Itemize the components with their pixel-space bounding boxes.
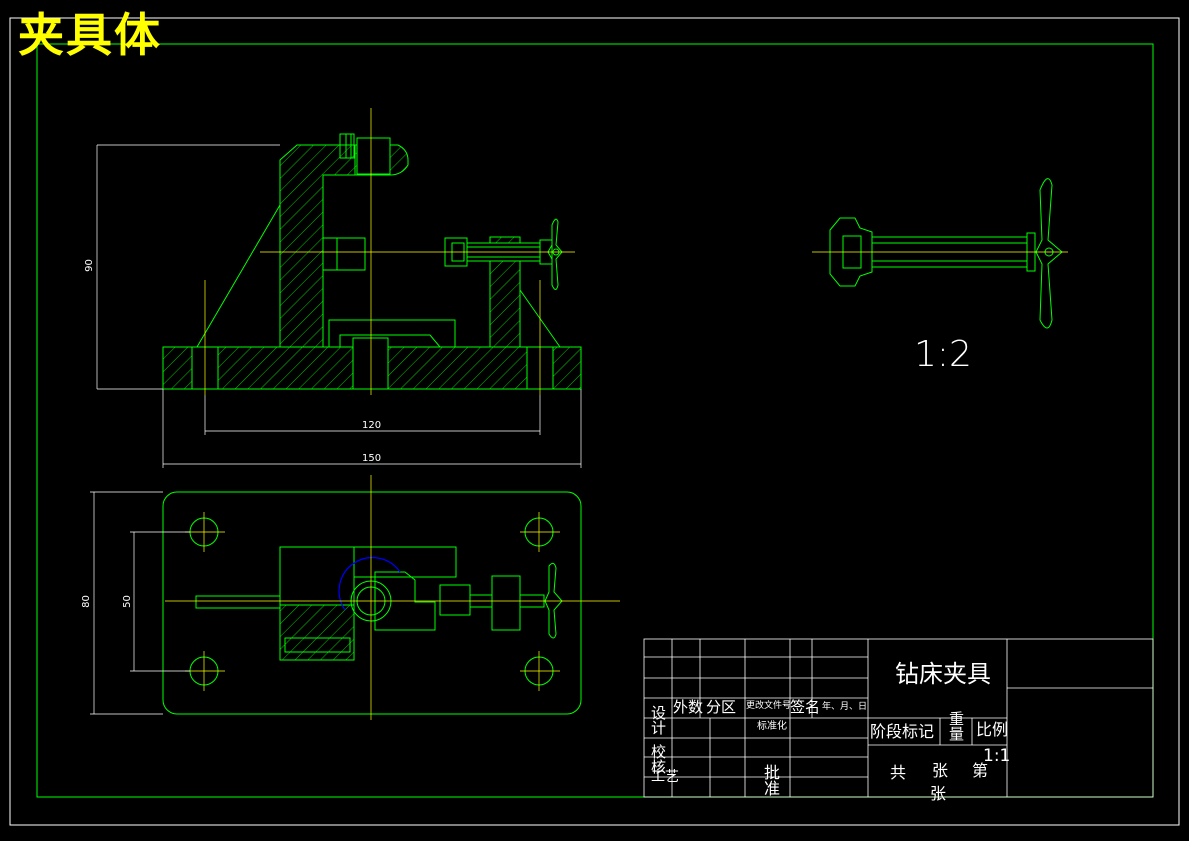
label-sheet-2: 张 (930, 784, 947, 803)
dim-base-length-150: 150 (362, 453, 382, 464)
label-weight: 重量 (949, 710, 965, 743)
label-change-doc: 更改文件号 (746, 701, 792, 711)
part-name: 钻床夹具 (895, 660, 991, 688)
front-view (162, 133, 582, 390)
detail-view (829, 178, 1063, 329)
drawing-title: 夹具体 (18, 8, 162, 62)
label-design: 设计 (651, 704, 667, 737)
label-marks: 外数 (673, 698, 704, 716)
front-centerlines (204, 108, 575, 395)
top-centerlines (165, 475, 620, 720)
label-process: 工艺 (651, 769, 679, 785)
label-standardize: 标准化 (757, 721, 787, 732)
label-approve: 批准 (764, 763, 781, 798)
dim-height-90: 90 (83, 259, 95, 272)
label-zone: 分区 (706, 698, 737, 716)
label-number: 第 (972, 761, 989, 780)
label-date: 年、月、日 (822, 702, 868, 712)
detail-scale-label: 1:2 (914, 334, 972, 375)
locator-arc (338, 556, 401, 611)
label-signature: 签名 (790, 698, 821, 716)
top-view (162, 491, 582, 715)
ratio-value: 1:1 (983, 746, 1011, 766)
title-block (643, 638, 1154, 798)
dim-width-80: 80 (80, 595, 92, 608)
top-dimensions (90, 491, 190, 715)
front-dimensions (96, 144, 582, 468)
label-sheet: 张 (932, 761, 949, 780)
label-ratio: 比例 (976, 720, 1009, 739)
label-total: 共 (890, 763, 907, 782)
inner-border (36, 43, 1154, 798)
label-check: 校核 (651, 743, 667, 776)
dim-hole-spacing-120: 120 (362, 420, 382, 431)
label-stage-mark: 阶段标记 (870, 722, 935, 741)
dim-inner-width-50: 50 (121, 595, 133, 608)
outer-border (9, 17, 1180, 826)
